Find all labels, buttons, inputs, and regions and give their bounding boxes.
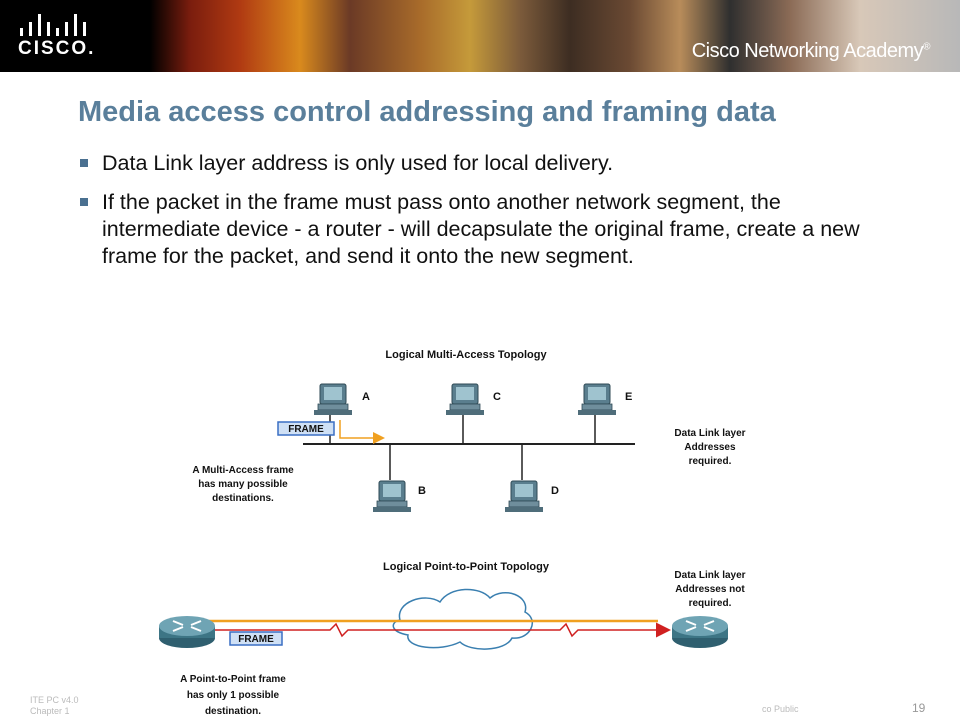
- multi-note-left-1: A Multi-Access frame: [192, 465, 294, 476]
- p2p-note-left-1: A Point-to-Point frame: [180, 674, 286, 685]
- host-label-a: A: [362, 391, 370, 403]
- p2p-note-left-3: destination.: [205, 706, 261, 717]
- computer-c-icon: [445, 383, 485, 416]
- multi-note-left-3: destinations.: [212, 493, 274, 504]
- footer-chapter: Chapter 1: [30, 706, 70, 716]
- host-label-e: E: [625, 391, 632, 403]
- frame-box-multi: [277, 421, 335, 436]
- p2p-note-right-1: Data Link layer: [674, 570, 745, 581]
- bullet-item: Data Link layer address is only used for…: [78, 150, 898, 177]
- computer-e-icon: [577, 383, 617, 416]
- bullet-list: Data Link layer address is only used for…: [78, 150, 898, 282]
- computer-a-icon: [313, 383, 353, 416]
- frame-label-multi: FRAME: [288, 424, 324, 435]
- cloud-icon: [392, 588, 533, 650]
- host-label-b: B: [418, 485, 426, 497]
- host-label-d: D: [551, 485, 559, 497]
- footer-left: ITE PC v4.0 Chapter 1: [30, 695, 79, 717]
- header-banner: CISCO. Cisco Networking Academy®: [0, 0, 960, 72]
- cisco-wordmark: CISCO.: [18, 38, 96, 59]
- bullet-text: Data Link layer address is only used for…: [102, 151, 614, 175]
- footer-classification: co Public: [762, 704, 799, 714]
- bullet-square-icon: [80, 198, 88, 206]
- p2p-note-right-2: Addresses not: [675, 584, 745, 595]
- computer-d-icon: [504, 480, 544, 513]
- academy-text: Cisco Networking Academy: [691, 40, 924, 62]
- p2p-note-right-3: required.: [689, 598, 732, 609]
- page-number: 19: [912, 701, 926, 715]
- computer-b-icon: [372, 480, 412, 513]
- slide-title: Media access control addressing and fram…: [78, 96, 776, 128]
- p2p-heading: Logical Point-to-Point Topology: [383, 561, 550, 573]
- bullet-square-icon: [80, 159, 88, 167]
- multi-access-heading: Logical Multi-Access Topology: [385, 349, 547, 361]
- p2p-red-link: [190, 622, 671, 638]
- router-left-icon: [158, 615, 216, 649]
- bullet-item: If the packet in the frame must pass ont…: [78, 189, 898, 270]
- multi-note-right-2: Addresses: [684, 442, 736, 453]
- cisco-bars-icon: [20, 14, 88, 36]
- multi-note-left-2: has many possible: [198, 479, 288, 490]
- cisco-logo: CISCO.: [18, 14, 93, 59]
- bullet-text: If the packet in the frame must pass ont…: [102, 190, 860, 268]
- multi-note-right-3: required.: [689, 456, 732, 467]
- router-right-icon: [671, 615, 729, 649]
- topology-diagram: Logical Multi-Access Topology A C E B D …: [158, 349, 746, 717]
- frame-arrow-multi: [339, 420, 385, 444]
- p2p-note-left-2: has only 1 possible: [187, 690, 280, 701]
- frame-label-p2p: FRAME: [238, 634, 274, 645]
- footer-course: ITE PC v4.0: [30, 695, 79, 705]
- host-label-c: C: [493, 391, 501, 403]
- frame-box-p2p: [229, 631, 283, 646]
- academy-mark: ®: [923, 41, 930, 53]
- academy-title: Cisco Networking Academy®: [691, 40, 931, 63]
- multi-note-right-1: Data Link layer: [674, 428, 745, 439]
